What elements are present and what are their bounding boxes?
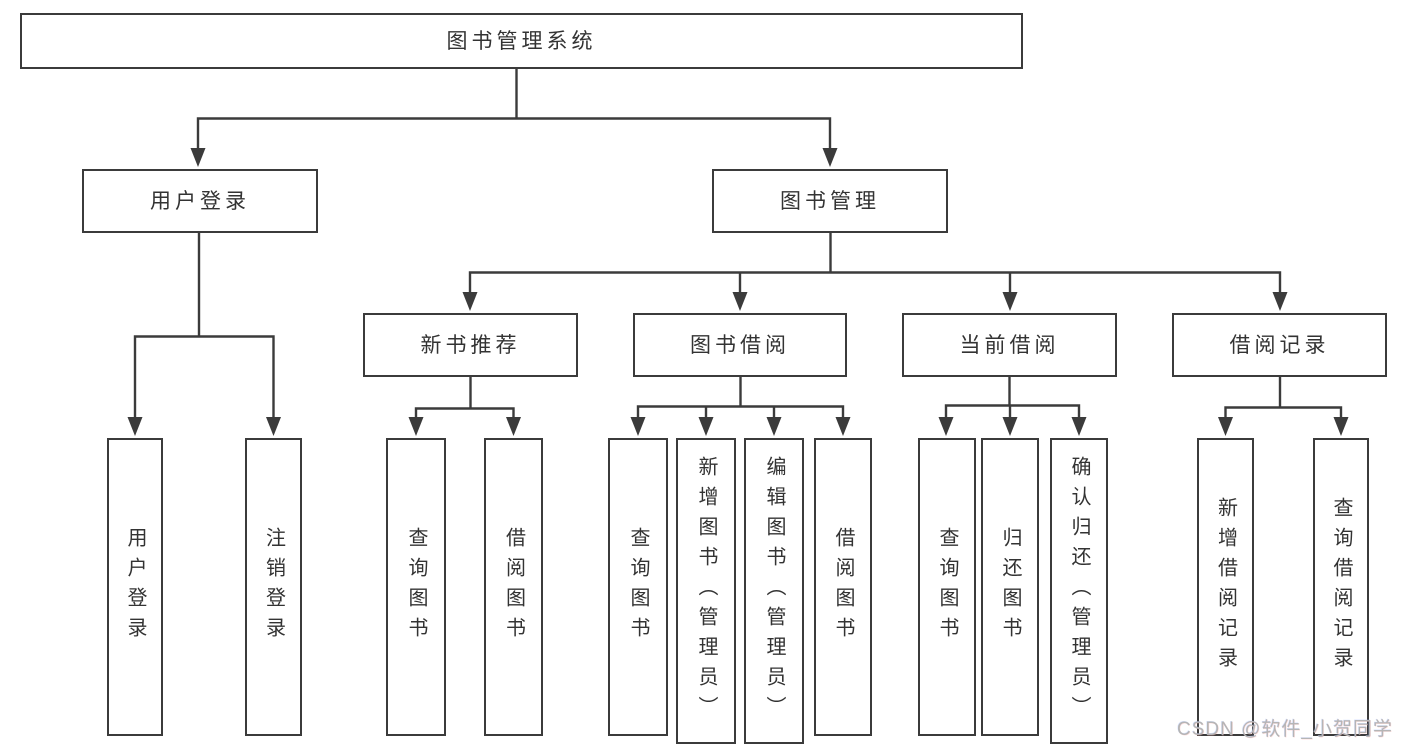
node-label: 新增借阅记录 <box>1214 497 1237 677</box>
leaf-query-books-recommend: 查询图书 <box>386 438 446 736</box>
node-user-login-branch: 用户登录 <box>82 169 318 233</box>
node-borrowing-records: 借阅记录 <box>1172 313 1387 377</box>
node-label: 用户登录 <box>124 527 146 647</box>
node-label: 借阅图书 <box>502 527 525 647</box>
node-root-system: 图书管理系统 <box>20 13 1023 69</box>
leaf-query-books-borrow: 查询图书 <box>608 438 668 736</box>
node-current-borrowing: 当前借阅 <box>902 313 1117 377</box>
node-label: 借阅图书 <box>832 527 854 647</box>
leaf-add-books-admin: 新增图书（管理员） <box>676 438 736 744</box>
leaf-logout: 注销登录 <box>245 438 302 736</box>
node-label: 归还图书 <box>999 527 1021 647</box>
leaf-edit-books-admin: 编辑图书（管理员） <box>744 438 804 744</box>
leaf-borrow-books: 借阅图书 <box>814 438 872 736</box>
node-book-management-branch: 图书管理 <box>712 169 948 233</box>
leaf-user-login: 用户登录 <box>107 438 163 736</box>
node-label: 查询图书 <box>627 527 649 647</box>
leaf-borrow-books-recommend: 借阅图书 <box>484 438 543 736</box>
node-label: 新书推荐 <box>420 333 521 357</box>
csdn-watermark: CSDN @软件_小贺同学 <box>1177 719 1393 740</box>
node-label: 借阅记录 <box>1229 333 1330 357</box>
node-label: 新增图书（管理员） <box>695 456 717 726</box>
arrowheads <box>127 148 1349 436</box>
node-label: 图书管理 <box>780 189 880 213</box>
node-book-borrowing: 图书借阅 <box>633 313 847 377</box>
node-label: 图书管理系统 <box>446 29 597 53</box>
node-new-book-recommendation: 新书推荐 <box>363 313 578 377</box>
node-label: 查询借阅记录 <box>1330 497 1352 677</box>
node-label: 用户登录 <box>150 189 250 213</box>
node-label: 图书借阅 <box>690 333 790 357</box>
node-label: 注销登录 <box>262 527 285 647</box>
node-label: 查询图书 <box>405 527 427 647</box>
node-label: 当前借阅 <box>959 333 1060 357</box>
leaf-query-books-current: 查询图书 <box>918 438 976 736</box>
node-label: 确认归还（管理员） <box>1068 456 1090 726</box>
node-label: 查询图书 <box>936 527 958 647</box>
leaf-query-borrow-record: 查询借阅记录 <box>1313 438 1369 736</box>
leaf-confirm-return-admin: 确认归还（管理员） <box>1050 438 1108 744</box>
leaf-add-borrow-record: 新增借阅记录 <box>1197 438 1254 736</box>
node-label: 编辑图书（管理员） <box>763 456 785 726</box>
leaf-return-books: 归还图书 <box>981 438 1039 736</box>
